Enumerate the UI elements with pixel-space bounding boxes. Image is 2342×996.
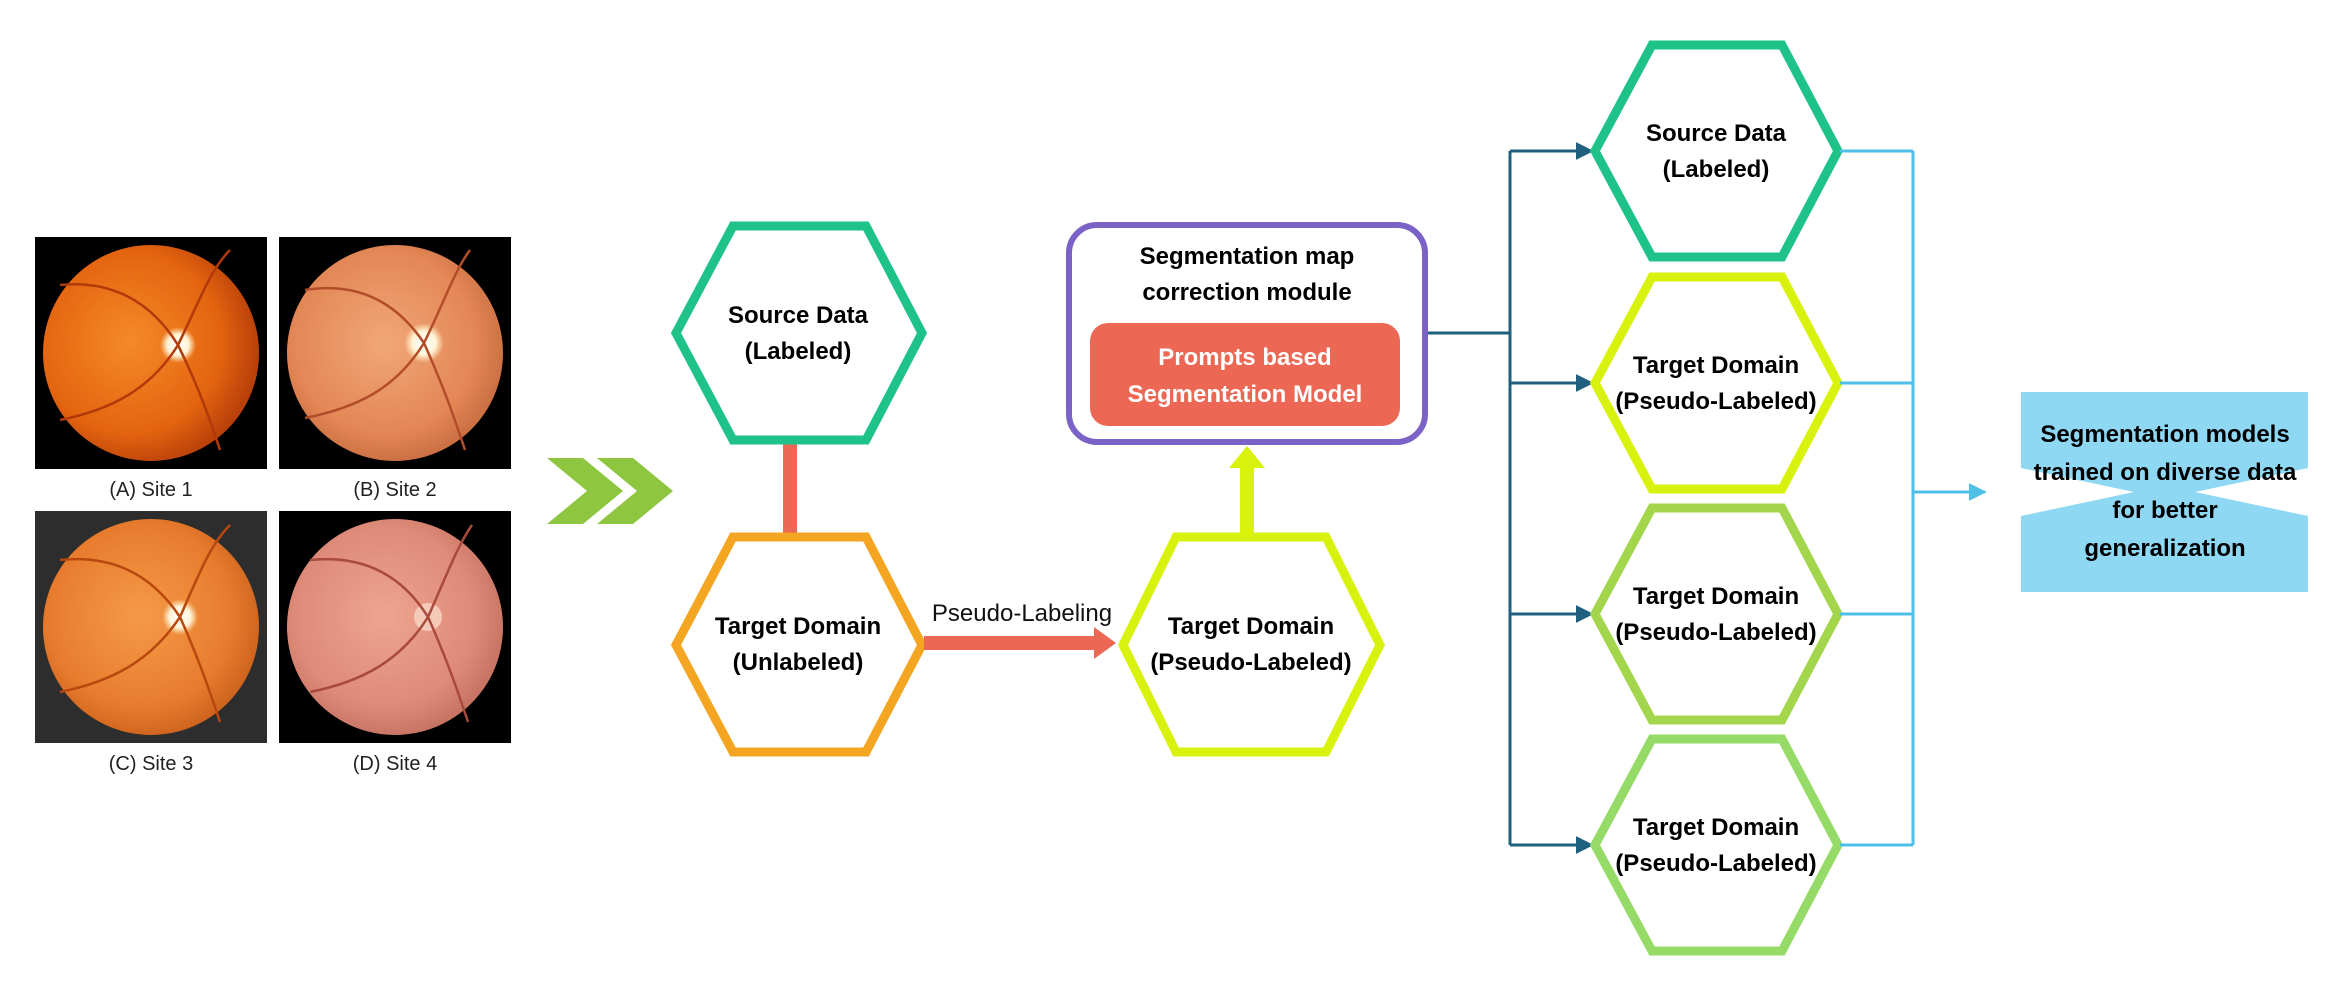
pseudo-labeling-arrow (924, 627, 1116, 659)
prompt-model-box (1090, 323, 1400, 426)
node-stack-source-line2: (Labeled) (1663, 156, 1770, 183)
fundus-site-3 (35, 511, 267, 743)
output-line2: trained on diverse data (2034, 459, 2297, 486)
chevron-arrow-icon (547, 458, 673, 524)
fundus-site-4 (279, 511, 511, 743)
node-source-data-line2: (Labeled) (745, 338, 852, 365)
node-stack-source: Source Data (Labeled) (1589, 40, 1844, 262)
node-stack-target-1-line1: Target Domain (1633, 352, 1799, 379)
caption-site-2: (B) Site 2 (353, 479, 436, 501)
arrow-up-to-module (1229, 446, 1265, 537)
link-source-to-target (783, 441, 797, 533)
node-stack-target-1-line2: (Pseudo-Labeled) (1615, 388, 1816, 415)
output-line1: Segmentation models (2040, 421, 2289, 448)
output-line4: generalization (2084, 535, 2245, 562)
output-line3: for better (2112, 497, 2217, 524)
caption-site-1: (A) Site 1 (109, 479, 192, 501)
node-stack-target-3-line2: (Pseudo-Labeled) (1615, 850, 1816, 877)
node-stack-target-2: Target Domain (Pseudo-Labeled) (1589, 503, 1844, 725)
node-stack-target-1: Target Domain (Pseudo-Labeled) (1589, 272, 1844, 494)
node-stack-source-line1: Source Data (1646, 120, 1787, 147)
module-title-line2: correction module (1142, 279, 1351, 306)
node-source-data: Source Data (Labeled) (670, 221, 928, 445)
output-box: Segmentation models trained on diverse d… (2021, 392, 2308, 592)
node-target-unlabeled: Target Domain (Unlabeled) (670, 532, 928, 757)
node-target-pseudo: Target Domain (Pseudo-Labeled) (1117, 532, 1386, 757)
node-source-data-line1: Source Data (728, 302, 869, 329)
fundus-site-2 (279, 237, 511, 469)
pseudo-labeling-label: Pseudo-Labeling (932, 600, 1112, 627)
node-stack-target-2-line2: (Pseudo-Labeled) (1615, 619, 1816, 646)
node-target-unlabeled-line2: (Unlabeled) (733, 649, 864, 676)
node-stack-target-3: Target Domain (Pseudo-Labeled) (1589, 734, 1844, 956)
prompt-model-line1: Prompts based (1158, 344, 1331, 371)
distribution-connectors (1428, 142, 1594, 854)
node-target-pseudo-line2: (Pseudo-Labeled) (1150, 649, 1351, 676)
caption-site-3: (C) Site 3 (109, 753, 193, 775)
prompt-model-line2: Segmentation Model (1128, 381, 1363, 408)
caption-site-4: (D) Site 4 (353, 753, 437, 775)
correction-module: Segmentation map correction module Promp… (1066, 222, 1428, 445)
fundus-site-1 (35, 237, 267, 469)
node-stack-target-2-line1: Target Domain (1633, 583, 1799, 610)
node-target-pseudo-line1: Target Domain (1168, 613, 1334, 640)
merge-connectors (1840, 149, 1987, 847)
node-stack-target-3-line1: Target Domain (1633, 814, 1799, 841)
node-target-unlabeled-line1: Target Domain (715, 613, 881, 640)
module-title-line1: Segmentation map (1140, 243, 1355, 270)
